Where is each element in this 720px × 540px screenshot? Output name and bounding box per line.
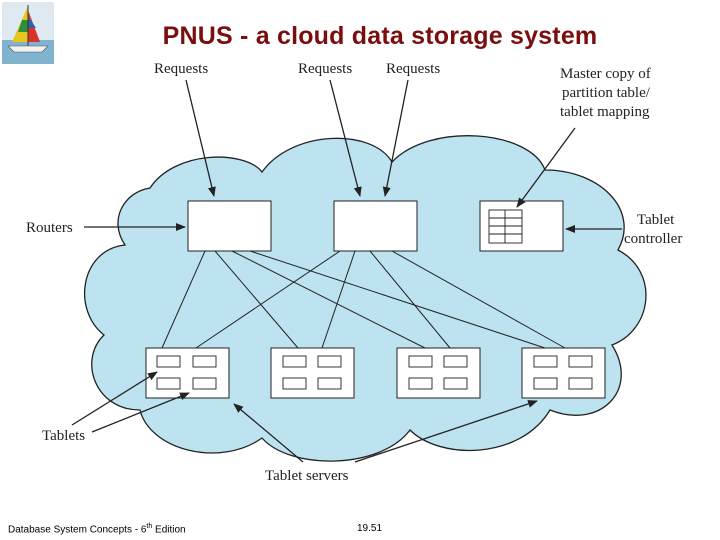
sailboat-logo-icon: [2, 2, 54, 64]
annotation-arrows: [71, 79, 622, 463]
router-server-connections: [161, 250, 566, 349]
tablet: [317, 355, 342, 368]
tablet: [533, 377, 558, 390]
label-requests-2: Requests: [298, 61, 352, 77]
tablet: [443, 377, 468, 390]
arrow-tablet-servers-2: [354, 400, 538, 463]
arrow-requests-3: [382, 79, 409, 197]
tablet: [443, 355, 468, 368]
label-requests-1: Requests: [154, 61, 208, 77]
tablet: [156, 355, 181, 368]
tablet: [568, 355, 593, 368]
tablet: [282, 377, 307, 390]
tablet-server-2: [270, 347, 355, 399]
tablet: [192, 355, 217, 368]
tablet: [568, 377, 593, 390]
label-master-copy-2: partition table/: [562, 85, 651, 101]
label-tablet-servers: Tablet servers: [265, 468, 349, 484]
tablet: [533, 355, 558, 368]
label-tablet-controller-1: Tablet: [637, 212, 675, 228]
footer-page-number: 19.51: [357, 523, 383, 534]
label-requests-3: Requests: [386, 61, 440, 77]
label-routers: Routers: [26, 220, 73, 236]
arrow-master-copy: [516, 127, 576, 208]
tablet: [317, 377, 342, 390]
tablet-server-3: [396, 347, 481, 399]
arrow-tablets-1: [71, 371, 158, 426]
footer-course-title: Database System Concepts - 6th Edition: [8, 523, 186, 536]
slide-title: PNUS - a cloud data storage system: [162, 22, 598, 50]
tablet: [192, 377, 217, 390]
arrow-requests-2: [329, 79, 362, 197]
partition-table-icon: [488, 209, 523, 244]
router-box-2: [333, 200, 418, 252]
cloud-shape: [84, 135, 647, 462]
tablet-server-1: [145, 347, 230, 399]
tablet-controller-box: [479, 200, 564, 252]
label-master-copy-1: Master copy of: [560, 66, 651, 82]
arrow-tablets-2: [91, 392, 190, 433]
label-tablets: Tablets: [42, 428, 85, 444]
router-box-1: [187, 200, 272, 252]
label-master-copy-3: tablet mapping: [560, 104, 650, 120]
label-tablet-controller-2: controller: [624, 231, 682, 247]
tablet: [408, 355, 433, 368]
tablet: [408, 377, 433, 390]
tablet: [282, 355, 307, 368]
arrow-tablet-servers-1: [233, 403, 304, 463]
tablet: [156, 377, 181, 390]
arrow-requests-1: [185, 79, 216, 197]
tablet-server-4: [521, 347, 606, 399]
